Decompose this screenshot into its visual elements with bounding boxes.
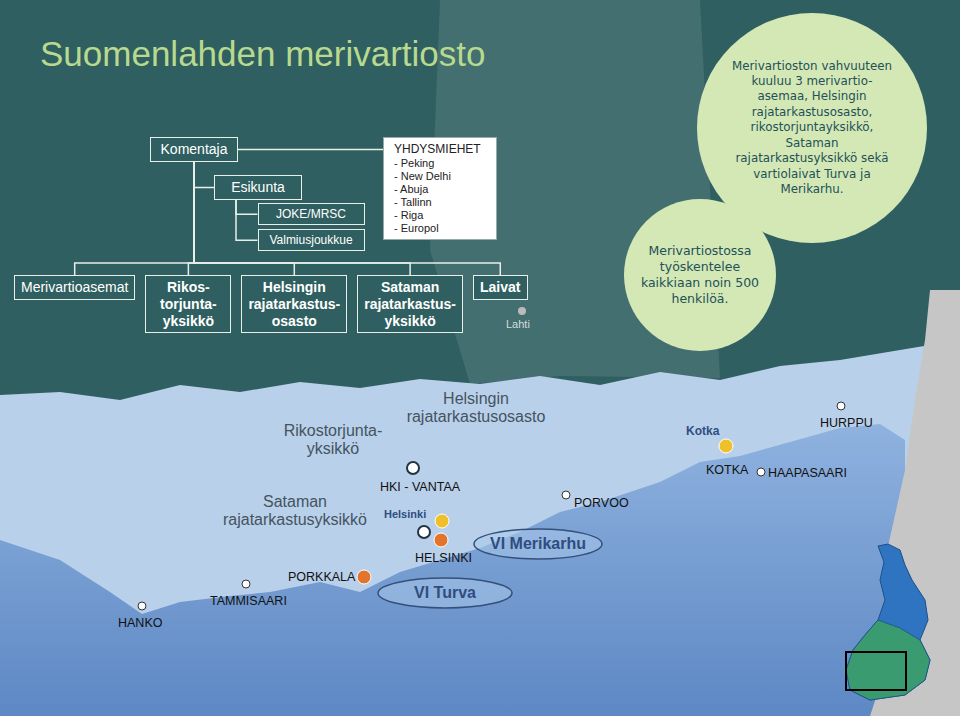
org-connector — [188, 162, 194, 275]
town-dot — [518, 307, 526, 315]
box-label: Rikos- torjunta- yksikkö — [152, 279, 224, 329]
list-item: - Peking — [394, 157, 486, 170]
org-connector — [238, 149, 383, 151]
place-name: PORVOO — [574, 496, 629, 510]
town-name: Lahti — [506, 318, 530, 331]
yellow-dot — [435, 514, 449, 528]
place-name: HAAPASAARI — [768, 466, 847, 480]
org-box: Rikos- torjunta- yksikkö — [145, 275, 231, 333]
text-holder: Merivartiostossa työskentelee kaikkiaan … — [637, 243, 763, 308]
org-box: Sataman rajatarkastus- yksikkö — [357, 275, 463, 333]
place-name: HELSINKI — [415, 551, 472, 565]
orange-dot — [434, 533, 448, 547]
ellipse-fill — [378, 578, 512, 608]
list-item: - New Delhi — [394, 170, 486, 183]
unit-label: Sataman rajatarkastusyksikkö — [204, 493, 386, 530]
list-heading: YHDYSMIEHET — [394, 142, 486, 157]
checkpoint-dot — [418, 526, 430, 538]
list-item: - Tallinn — [394, 196, 486, 209]
org-connector — [194, 162, 410, 275]
liaison-box: YHDYSMIEHET- Peking- New Delhi- Abuja- T… — [383, 137, 497, 240]
station-dot — [837, 402, 845, 410]
org-box: Helsingin rajatarkastus- osasto — [241, 275, 347, 333]
text-holder: Merivartioston vahvuuteen kuuluu 3 meriv… — [728, 59, 896, 198]
unit-box: JOKE/MRSC — [258, 203, 365, 225]
sea — [0, 424, 905, 716]
org-box: Merivartioasemat — [14, 275, 135, 300]
place-name: HKI - VANTAA — [380, 480, 460, 494]
place-name: TAMMISAARI — [210, 594, 287, 608]
place-name: HANKO — [118, 616, 162, 630]
coastal-land — [0, 340, 960, 716]
place-name: HURPPU — [820, 416, 873, 430]
ship-ellipse: VI Merikarhu — [473, 528, 603, 560]
place-name: Helsinki — [384, 508, 426, 521]
ellipse-fill — [474, 529, 602, 559]
text-holder: VI Merikarhu — [490, 535, 586, 553]
place-name: Kotka — [686, 425, 719, 439]
org-connector — [236, 200, 258, 240]
unit-label: Helsingin rajatarkastusosasto — [390, 390, 562, 427]
yellow-dot — [719, 439, 733, 453]
checkpoint-dot — [407, 462, 419, 474]
box-label: Esikunta — [221, 179, 295, 196]
box-label: Komentaja — [157, 141, 231, 158]
note-text: Merivartioston vahvuuteen kuuluu 3 meriv… — [728, 59, 896, 198]
org-connector — [194, 162, 214, 188]
staff-box: Esikunta — [214, 175, 302, 200]
box-label: JOKE/MRSC — [265, 207, 358, 221]
station-dot — [138, 602, 146, 610]
org-box: Laivat — [473, 275, 527, 300]
box-label: Sataman rajatarkastus- yksikkö — [364, 279, 456, 329]
page-title: Suomenlahden merivartiosto — [40, 34, 486, 74]
org-connector — [75, 162, 194, 275]
place-name: KOTKA — [706, 463, 748, 477]
list-item: - Riga — [394, 209, 486, 222]
unit-box: Valmiusjoukkue — [258, 229, 365, 251]
commander-box: Komentaja — [150, 137, 238, 162]
orange-dot — [357, 570, 371, 584]
ship-name: VI Merikarhu — [490, 535, 586, 553]
circle-fill — [624, 199, 776, 351]
place-name: PORKKALA — [288, 570, 355, 584]
station-dot — [562, 491, 570, 499]
station-dot — [757, 468, 765, 476]
text-holder: VI Turva — [414, 584, 476, 602]
box-label: Merivartioasemat — [21, 279, 128, 296]
district-inset — [846, 620, 930, 700]
inset-frame — [846, 652, 906, 690]
box-label: Valmiusjoukkue — [265, 233, 358, 247]
box-label: Laivat — [480, 279, 520, 296]
unit-label: Rikostorjunta- yksikkö — [267, 422, 399, 459]
info-circle: Merivartiostossa työskentelee kaikkiaan … — [624, 199, 776, 351]
org-connector — [236, 200, 258, 214]
list-item: - Europol — [394, 222, 486, 235]
station-dot — [242, 580, 250, 588]
box-label: Helsingin rajatarkastus- osasto — [248, 279, 340, 329]
finland-inset — [846, 544, 930, 700]
note-text: Merivartiostossa työskentelee kaikkiaan … — [637, 243, 763, 308]
list-item: - Abuja — [394, 183, 486, 196]
ship-ellipse: VI Turva — [377, 577, 513, 609]
ship-name: VI Turva — [414, 584, 476, 602]
